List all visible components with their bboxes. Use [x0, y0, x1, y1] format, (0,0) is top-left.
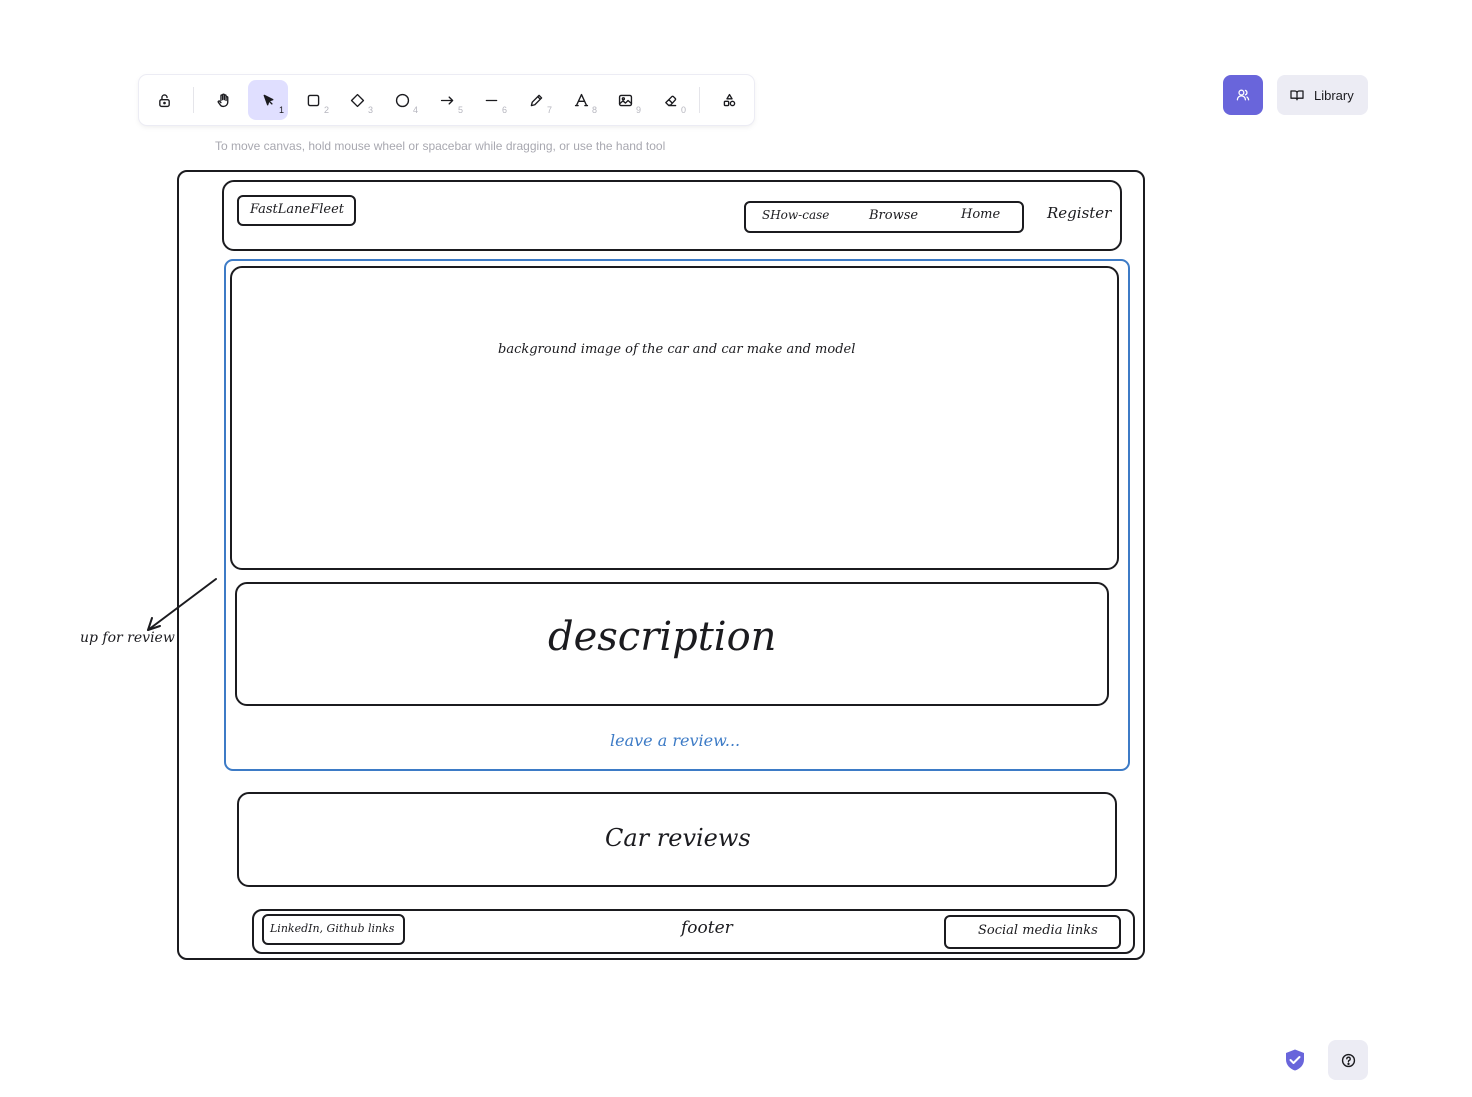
- tool-shortcut: 2: [323, 105, 329, 115]
- diamond-icon: [350, 93, 364, 107]
- wireframe-logo-box[interactable]: [237, 195, 356, 226]
- selection-tool-button[interactable]: 1: [248, 80, 288, 120]
- wireframe-nav-browse[interactable]: Browse: [869, 208, 919, 223]
- tool-shortcut: 1: [278, 105, 284, 115]
- line-tool-button[interactable]: 6: [471, 80, 511, 120]
- hand-tool-button[interactable]: [203, 80, 243, 120]
- wireframe-social-text[interactable]: Social media links: [978, 923, 1098, 938]
- wireframe-nav-showcase[interactable]: SHow-case: [762, 208, 830, 222]
- canvas-hint-text: To move canvas, hold mouse wheel or spac…: [215, 139, 666, 153]
- more-shapes-button[interactable]: [709, 80, 749, 120]
- pencil-icon: [530, 94, 542, 106]
- text-icon: [574, 93, 588, 106]
- lock-icon: [158, 93, 170, 107]
- wireframe-logo-text[interactable]: FastLaneFleet: [250, 202, 345, 217]
- wireframe-linkedin-text[interactable]: LinkedIn, Github links: [270, 922, 395, 935]
- image-icon: [618, 94, 632, 106]
- wireframe-outer-frame[interactable]: [177, 170, 1145, 960]
- tool-shortcut: 5: [457, 105, 463, 115]
- rectangle-tool-button[interactable]: 2: [293, 80, 333, 120]
- ellipse-icon: [395, 93, 409, 107]
- main-toolbar: 1 2 3 4 5 6 7 8 9 0: [139, 75, 754, 125]
- help-icon: [1341, 1053, 1355, 1067]
- wireframe-hero-text[interactable]: background image of the car and car make…: [498, 342, 856, 357]
- wireframe-annotation-text[interactable]: up for review: [80, 630, 175, 646]
- wireframe-social-box[interactable]: [944, 915, 1121, 949]
- annotation-arrow[interactable]: [140, 570, 230, 640]
- wireframe-leave-review-text[interactable]: leave a review...: [610, 731, 741, 750]
- hand-icon: [217, 92, 228, 107]
- tool-shortcut: 7: [546, 105, 552, 115]
- live-collaboration-button[interactable]: [1223, 75, 1263, 115]
- eraser-tool-button[interactable]: 0: [650, 80, 690, 120]
- wireframe-footer-box[interactable]: [252, 909, 1135, 954]
- wireframe-description-text[interactable]: description: [548, 614, 777, 660]
- toolbar-divider: [699, 87, 700, 113]
- wireframe-footer-text[interactable]: footer: [681, 918, 733, 938]
- selection-outline[interactable]: [224, 259, 1130, 771]
- toolbar-divider: [193, 87, 194, 113]
- tool-shortcut: 4: [412, 105, 418, 115]
- tool-shortcut: 9: [635, 105, 641, 115]
- selection-arrow-icon: [263, 94, 273, 105]
- wireframe-nav-home[interactable]: Home: [961, 207, 1001, 222]
- wireframe-hero-box[interactable]: [230, 266, 1119, 570]
- users-icon: [1236, 89, 1250, 101]
- tool-shortcut: 6: [501, 105, 507, 115]
- book-icon: [1290, 90, 1304, 101]
- help-button[interactable]: [1328, 1040, 1368, 1080]
- shield-check-icon[interactable]: [1284, 1048, 1306, 1072]
- library-button[interactable]: Library: [1277, 75, 1368, 115]
- pencil-tool-button[interactable]: 7: [516, 80, 556, 120]
- tool-shortcut: 8: [591, 105, 597, 115]
- wireframe-register-text[interactable]: Register: [1047, 204, 1112, 222]
- wireframe-car-reviews-text[interactable]: Car reviews: [605, 824, 751, 852]
- wireframe-header[interactable]: [222, 180, 1122, 251]
- wireframe-nav-box[interactable]: [744, 201, 1024, 233]
- arrow-tool-button[interactable]: 5: [427, 80, 467, 120]
- tool-shortcut: 0: [680, 105, 686, 115]
- line-icon: [485, 99, 497, 101]
- diamond-tool-button[interactable]: 3: [337, 80, 377, 120]
- library-label: Library: [1314, 87, 1354, 103]
- text-tool-button[interactable]: 8: [561, 80, 601, 120]
- ellipse-tool-button[interactable]: 4: [382, 80, 422, 120]
- eraser-icon: [664, 95, 676, 106]
- shapes-icon: [723, 93, 735, 106]
- image-tool-button[interactable]: 9: [605, 80, 645, 120]
- wireframe-linkedin-box[interactable]: [262, 914, 405, 945]
- wireframe-description-box[interactable]: [235, 582, 1109, 706]
- arrow-icon: [440, 95, 453, 105]
- wireframe-car-reviews-box[interactable]: [237, 792, 1117, 887]
- rectangle-icon: [307, 94, 319, 106]
- tool-shortcut: 3: [367, 105, 373, 115]
- lock-tool-button[interactable]: [144, 80, 184, 120]
